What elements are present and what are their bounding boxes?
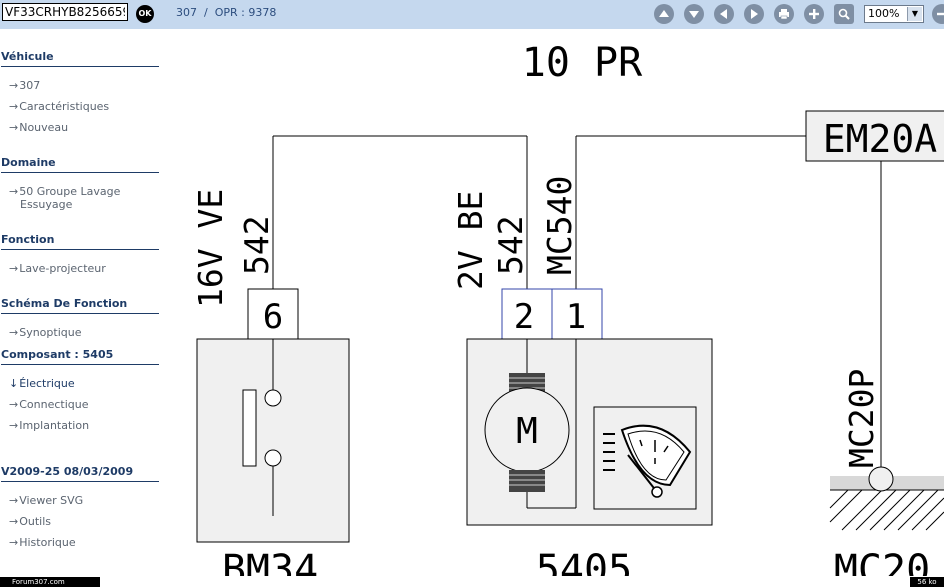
sidebar-item-historique[interactable]: →Historique (9, 536, 76, 549)
footer-size-label: 56 ko (910, 577, 944, 587)
sidebar-item-connectique[interactable]: →Connectique (9, 398, 89, 411)
arrow-right-button[interactable] (744, 4, 764, 24)
pin-1-label: 1 (566, 297, 586, 337)
motor-label: M (516, 411, 538, 452)
wire-label-mc20p: MC20P (842, 369, 881, 468)
wires (272, 135, 882, 470)
arrow-up-button[interactable] (654, 4, 674, 24)
section-version-title: V2009-25 08/03/2009 (1, 465, 159, 482)
ground-mc20 (829, 466, 944, 531)
arrow-right-icon: → (9, 398, 19, 411)
sidebar-item-307[interactable]: →307 (9, 79, 41, 92)
section-vehicule-title: Véhicule (1, 50, 159, 67)
arrow-down-icon (689, 11, 699, 18)
arrow-right-icon: → (9, 262, 19, 275)
ok-button[interactable]: OK (136, 5, 154, 23)
pin-6-box (247, 288, 299, 340)
magnifier-button[interactable] (834, 4, 854, 24)
arrow-left-icon (720, 9, 727, 19)
arrow-right-icon: → (9, 515, 19, 528)
diagram-title: 10 PR (522, 40, 643, 86)
magnifier-icon (838, 8, 850, 20)
top-toolbar: OK 307 / OPR : 9378 100% ▼ (0, 0, 944, 29)
breadcrumb-model: 307 (176, 6, 197, 19)
sidebar-item-viewer-svg[interactable]: →Viewer SVG (9, 494, 84, 507)
pin-2-label: 2 (514, 297, 534, 337)
arrow-right-icon: → (9, 121, 19, 134)
component-label-bm34: BM34 (222, 547, 318, 576)
section-fonction-title: Fonction (1, 233, 159, 250)
wiring-diagram: 10 PR EM20A 16V VE 542 2V BE 542 MC540 M… (191, 40, 944, 576)
connector-em20a-label: EM20A (823, 117, 938, 161)
arrow-down-button[interactable] (684, 4, 704, 24)
sidebar-item-outils[interactable]: →Outils (9, 515, 52, 528)
arrow-right-icon: → (9, 494, 19, 507)
breadcrumb-opr: OPR : 9378 (214, 6, 277, 19)
plus-icon (809, 9, 819, 19)
component-label-mc20: MC20 (834, 547, 930, 576)
component-label-5405: 5405 (536, 547, 632, 576)
chevron-down-icon: ▼ (907, 7, 922, 21)
arrow-right-icon: → (9, 100, 19, 113)
sidebar-item-groupe-lavage[interactable]: →50 Groupe Lavage Essuyage (9, 185, 121, 211)
zoom-select[interactable]: 100% ▼ (864, 5, 924, 23)
sidebar-item-synoptique[interactable]: →Synoptique (9, 326, 82, 339)
printer-icon (779, 9, 789, 20)
pin-6-label: 6 (263, 297, 283, 337)
vin-input[interactable] (2, 3, 128, 21)
arrow-right-icon: → (9, 419, 19, 432)
sidebar-item-implantation[interactable]: →Implantation (9, 419, 90, 432)
component-bm34 (196, 338, 350, 543)
print-button[interactable] (774, 4, 794, 24)
section-schema-title: Schéma De Fonction (1, 297, 159, 314)
arrow-right-icon: → (9, 536, 19, 549)
component-5405 (466, 338, 713, 526)
sidebar-item-nouveau[interactable]: →Nouveau (9, 121, 69, 134)
section-composant-title: Composant : 5405 (1, 348, 159, 365)
arrow-right-icon: → (9, 185, 19, 198)
connector-em20a-box (805, 110, 944, 162)
arrow-left-button[interactable] (714, 4, 734, 24)
breadcrumb: 307 / OPR : 9378 (176, 6, 276, 19)
sidebar: Véhicule →307 →Caractéristiques →Nouveau… (0, 29, 162, 576)
minus-icon (937, 12, 944, 16)
wire-label-2v-be: 2V BE (451, 191, 490, 290)
zoom-value: 100% (868, 7, 900, 20)
sidebar-item-lave-projecteur[interactable]: →Lave-projecteur (9, 262, 106, 275)
footer-site-label: Forum307.com (0, 577, 100, 587)
arrow-right-icon (751, 9, 758, 19)
sidebar-item-caracteristiques[interactable]: →Caractéristiques (9, 100, 110, 113)
wire-label-16v-ve: 16V VE (191, 189, 230, 308)
zoom-out-button[interactable] (932, 4, 944, 24)
status-bar (0, 576, 944, 587)
section-domaine-title: Domaine (1, 156, 159, 173)
pin-1-box (551, 288, 603, 340)
zoom-in-button[interactable] (804, 4, 824, 24)
sidebar-item-electrique[interactable]: ↓Électrique (9, 377, 75, 390)
wire-label-542-mid: 542 (491, 215, 530, 275)
wire-label-542-left: 542 (237, 215, 276, 275)
wire-label-mc540: MC540 (540, 176, 579, 275)
breadcrumb-separator: / (204, 6, 208, 19)
arrow-right-icon: → (9, 79, 19, 92)
arrow-right-icon: → (9, 326, 19, 339)
arrow-down-icon: ↓ (9, 377, 19, 390)
arrow-up-icon (659, 10, 669, 17)
pin-2-box (501, 288, 553, 340)
